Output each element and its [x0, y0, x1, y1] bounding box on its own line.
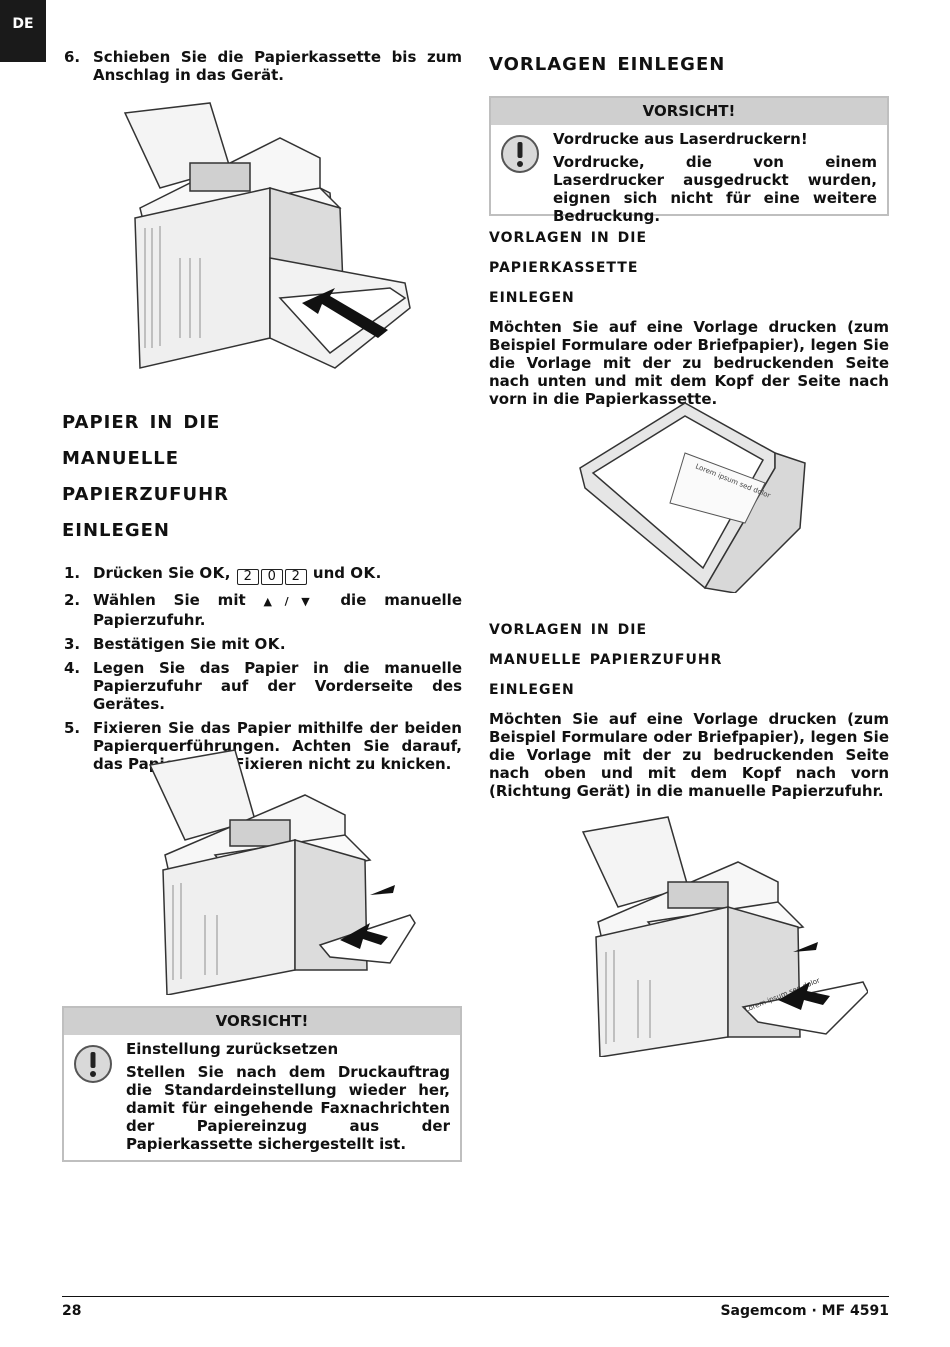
heading-line: Vorlagen in die: [489, 223, 648, 247]
step-6-list: 6.Schieben Sie die Papierkassette bis zu…: [62, 48, 462, 90]
manual-template-paragraph: Möchten Sie auf eine Vorlage drucken (zu…: [489, 710, 889, 800]
warning-body: Vordrucke aus Laserdruckern! Vordrucke, …: [491, 125, 887, 231]
warning-header: VORSICHT!: [491, 98, 887, 125]
warning-laser-prints: VORSICHT! Vordrucke aus Laserdruckern! V…: [489, 96, 889, 225]
warning-text: Stellen Sie nach dem Druckauftrag die St…: [126, 1063, 450, 1153]
heading-line: manuelle: [62, 441, 180, 471]
printer-manual-feed-illustration: [148, 749, 416, 995]
step-4: 4.Legen Sie das Papier in die manuelle P…: [64, 659, 462, 713]
footer-rule: [62, 1296, 889, 1297]
caution-icon: [501, 135, 539, 173]
key-0: 0: [260, 569, 283, 585]
heading-line: Vorlagen in die: [489, 615, 648, 639]
right-column: Vorlagen einlegen: [489, 44, 889, 80]
warning-title: Einstellung zurücksetzen: [126, 1040, 339, 1058]
paper-cassette-illustration: Lorem ipsum sed dolor: [579, 402, 806, 593]
heading-line: einlegen: [62, 513, 170, 543]
heading-line: Papierkassette: [489, 253, 639, 277]
manual-template-section: Vorlagen in die manuelle Papierzufuhr ei…: [489, 612, 889, 800]
heading-line: manuelle Papierzufuhr: [489, 645, 723, 669]
heading-line: einlegen: [489, 283, 575, 307]
step-3: 3.Bestätigen Sie mit OK.: [64, 635, 286, 653]
step-2: 2.Wählen Sie mit ▲/▼ die manuelle Papier…: [64, 591, 462, 629]
heading-manual-templates: Vorlagen in die manuelle Papierzufuhr ei…: [489, 612, 889, 702]
cassette-section: Vorlagen in die Papierkassette einlegen …: [489, 220, 889, 408]
warning-body: Einstellung zurücksetzen Stellen Sie nac…: [64, 1035, 460, 1159]
key-2: 2: [284, 569, 307, 585]
cassette-paragraph: Möchten Sie auf eine Vorlage drucken (zu…: [489, 318, 889, 408]
product-name: Sagemcom · MF 4591: [720, 1303, 889, 1319]
language-tab: DE: [0, 0, 46, 62]
heading-line: Papierzufuhr: [62, 477, 230, 507]
heading-cassette: Vorlagen in die Papierkassette einlegen: [489, 220, 889, 310]
warning-text: Vordrucke, die von einem Laserdrucker au…: [553, 153, 877, 225]
printer-cassette-illustration: [123, 102, 411, 369]
arrow-keys-icon: ▲/▼: [263, 595, 323, 608]
warning-reset-settings: VORSICHT! Einstellung zurücksetzen Stell…: [62, 1006, 462, 1162]
manual-feed-section: Papier in die manuelle Papierzufuhr einl…: [62, 402, 462, 779]
page-number: 28: [62, 1303, 82, 1319]
printer-template-feed-illustration: Lorem ipsum sed dolor: [581, 816, 868, 1057]
warning-header: VORSICHT!: [64, 1008, 460, 1035]
key-2: 2: [236, 569, 259, 585]
heading-line: Papier in die: [62, 405, 221, 435]
step-6: 6.Schieben Sie die Papierkassette bis zu…: [64, 48, 462, 84]
heading-templates: Vorlagen einlegen: [489, 47, 726, 77]
heading-manual-feed: Papier in die manuelle Papierzufuhr einl…: [62, 402, 462, 546]
heading-line: einlegen: [489, 675, 575, 699]
warning-title: Vordrucke aus Laserdruckern!: [553, 130, 808, 148]
caution-icon: [74, 1045, 112, 1083]
